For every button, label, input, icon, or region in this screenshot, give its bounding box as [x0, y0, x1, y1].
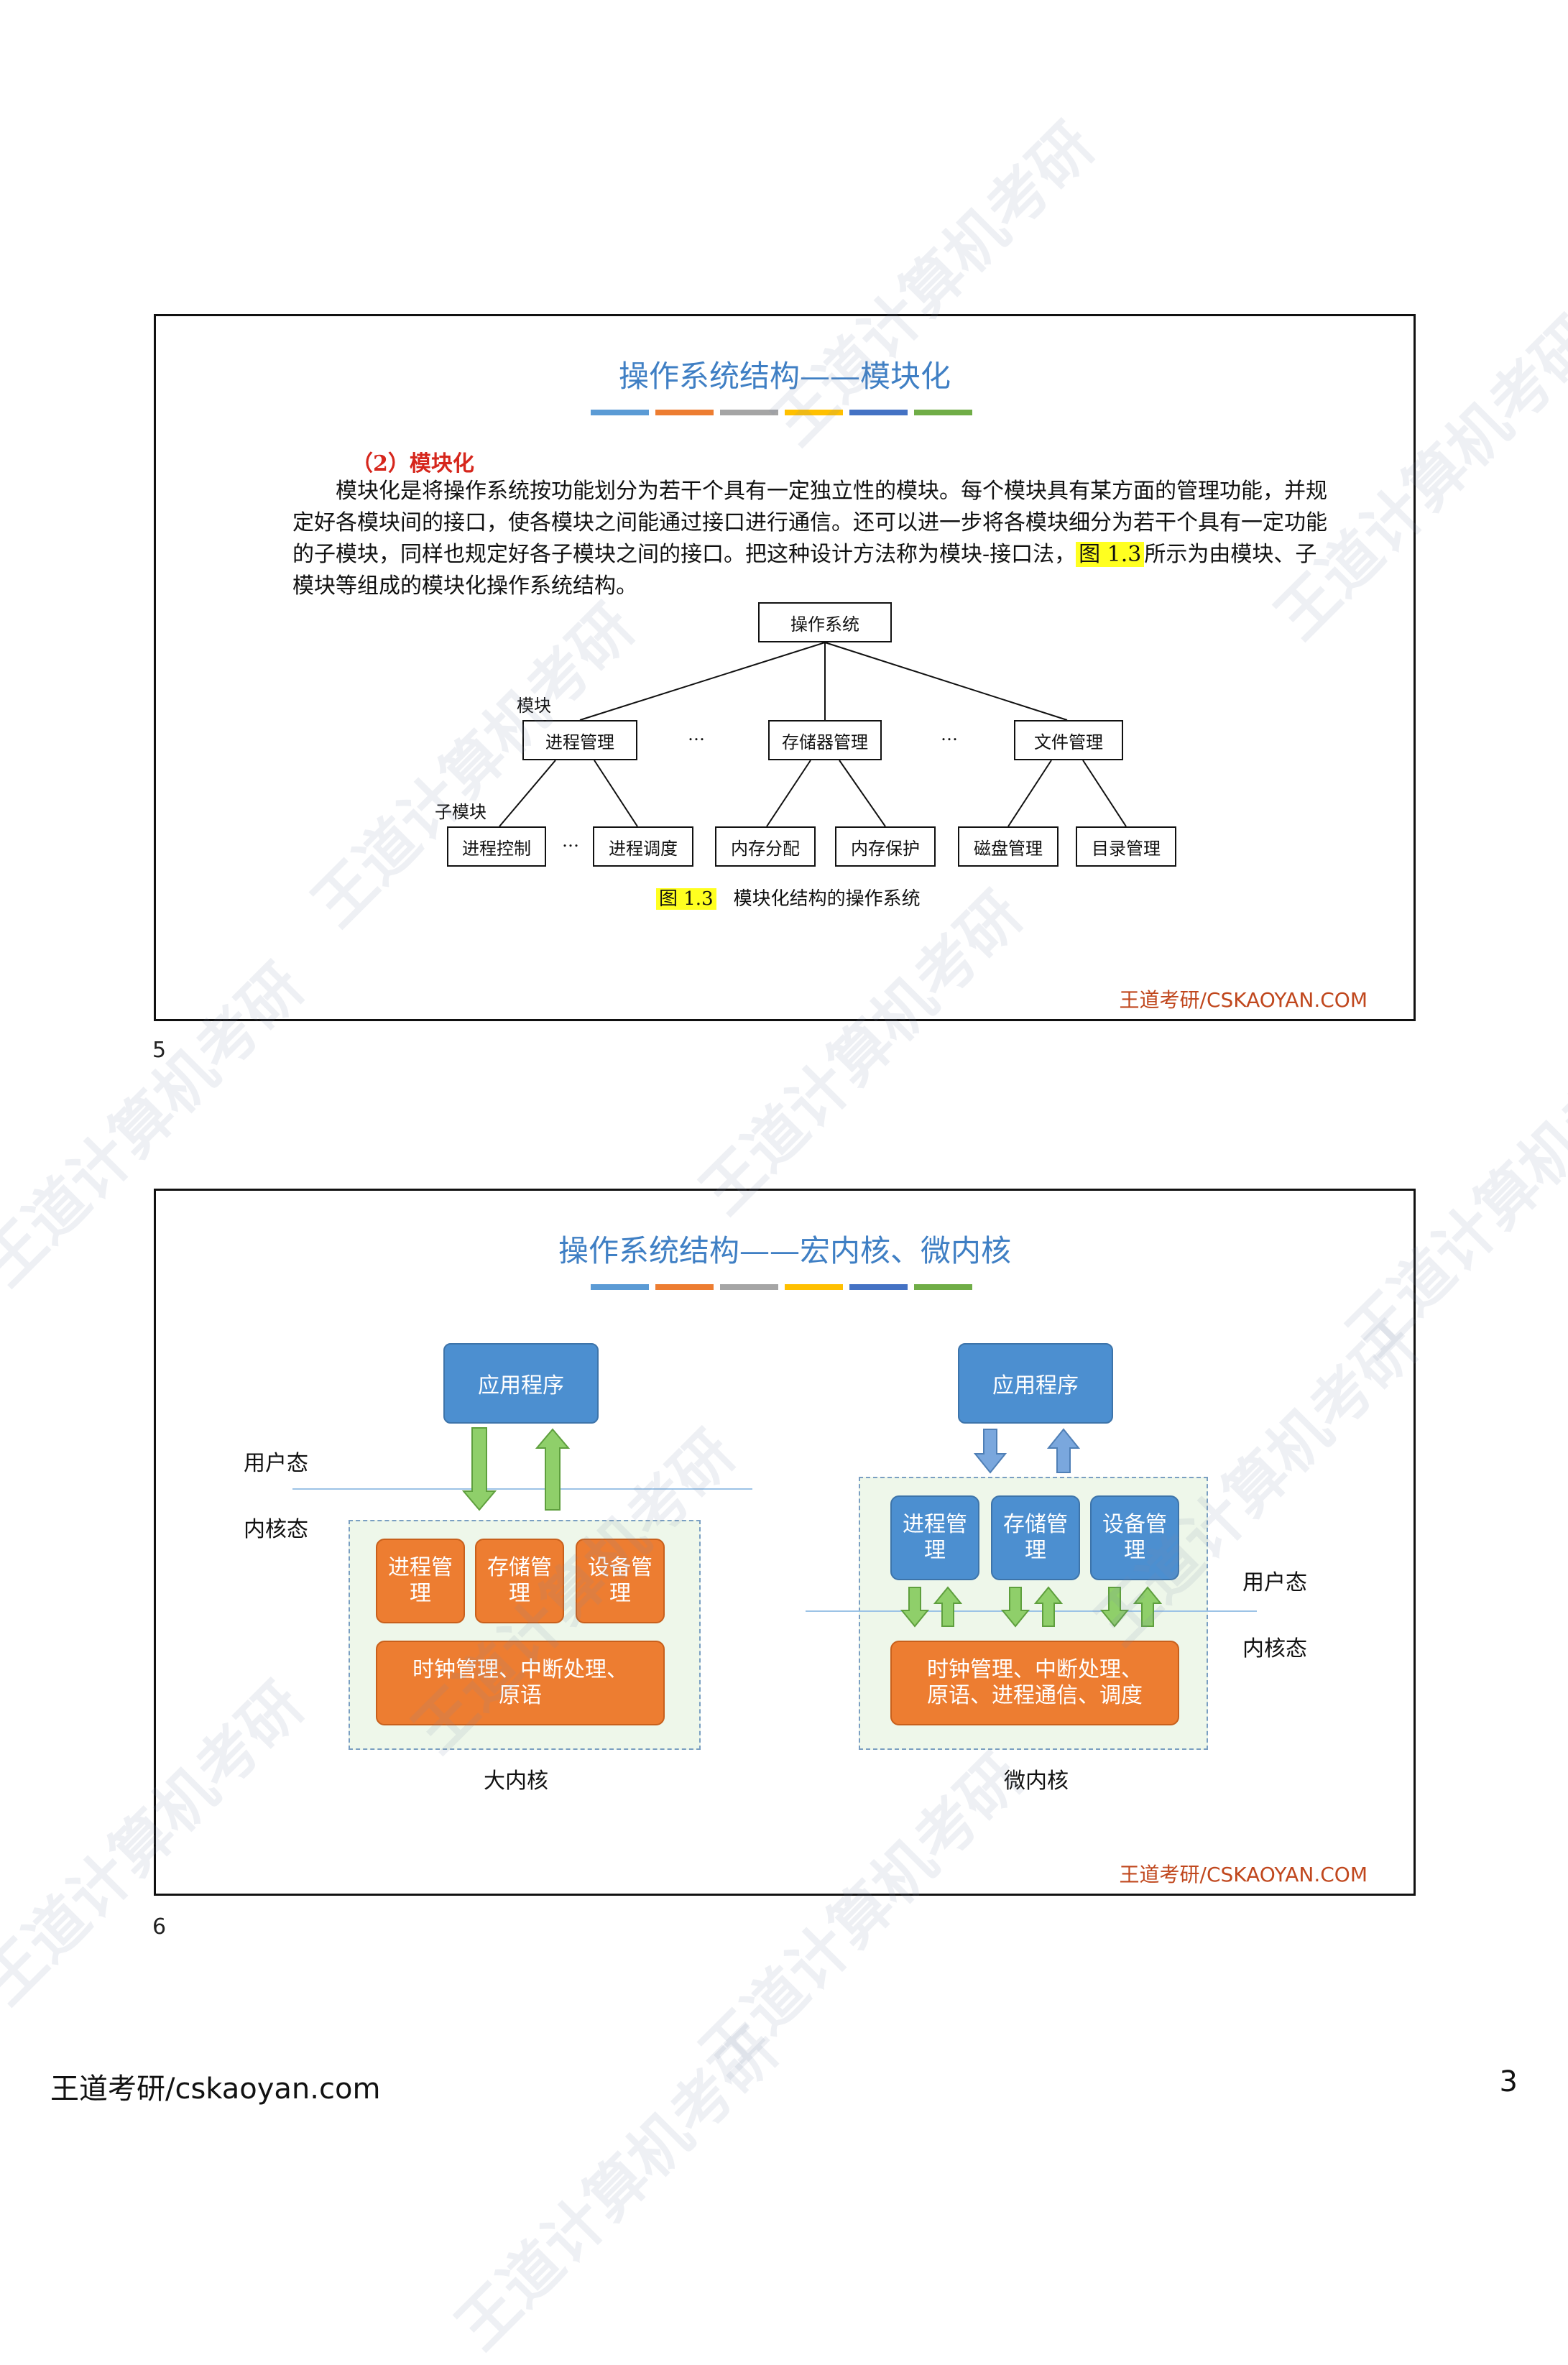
figure-reference: 图 1.3	[1076, 542, 1145, 567]
body-paragraph: 模块化是将操作系统按功能划分为若干个具有一定独立性的模块。每个模块具有某方面的管…	[292, 476, 1327, 602]
macro-storage-mgmt: 存储管理	[475, 1539, 564, 1623]
macro-mode-divider	[292, 1488, 752, 1490]
page-footer-brand: 王道考研/cskaoyan.com	[50, 2073, 381, 2106]
stripe-blue	[591, 410, 649, 415]
page-number: 3	[1499, 2065, 1518, 2098]
label-submodule: 子模块	[435, 802, 486, 822]
node-directory-mgmt: 目录管理	[1076, 826, 1176, 867]
macro-arrows	[461, 1427, 571, 1511]
micro-app-box: 应用程序	[958, 1343, 1113, 1424]
stripe-darkblue	[849, 410, 908, 415]
node-process-scheduling: 进程调度	[593, 826, 693, 867]
stripe-yellow	[785, 1284, 843, 1290]
caption-ref: 图 1.3	[656, 888, 716, 910]
ellipsis: …	[562, 831, 579, 851]
stripe-darkblue	[849, 1284, 908, 1290]
stripe-green	[914, 1284, 972, 1290]
macro-app-box: 应用程序	[443, 1343, 599, 1424]
title-stripes	[591, 410, 972, 415]
paragraph-text-1: 模块化是将操作系统按功能划分为若干个具有一定独立性的模块。每个模块具有某方面的管…	[292, 479, 1327, 567]
caption-text: 模块化结构的操作系统	[733, 888, 921, 910]
node-memory-protection: 内存保护	[835, 826, 936, 867]
slide-title: 操作系统结构——模块化	[618, 359, 951, 394]
node-file-mgmt: 文件管理	[1014, 720, 1123, 760]
slide-footer-brand: 王道考研/CSKAOYAN.COM	[1119, 988, 1368, 1012]
micro-kernel-name: 微内核	[1004, 1769, 1069, 1794]
stripe-orange	[655, 410, 714, 415]
macro-kernel-mode-label: 内核态	[244, 1517, 308, 1542]
stripe-blue	[591, 1284, 649, 1290]
stripe-green	[914, 410, 972, 415]
title-stripes	[591, 1284, 972, 1290]
micro-mode-divider	[806, 1610, 1257, 1612]
stripe-gray	[720, 1284, 778, 1290]
micro-core-box: 时钟管理、中断处理、 原语、进程通信、调度	[890, 1641, 1179, 1725]
ellipsis: …	[688, 724, 705, 744]
micro-user-mode-label: 用户态	[1242, 1570, 1307, 1595]
node-process-control: 进程控制	[447, 826, 546, 867]
micro-process-mgmt: 进程管理	[890, 1495, 979, 1580]
node-disk-mgmt: 磁盘管理	[958, 826, 1059, 867]
slide-number: 6	[152, 1914, 167, 1940]
stripe-gray	[720, 410, 778, 415]
stripe-yellow	[785, 410, 843, 415]
micro-core-line1: 时钟管理、中断处理、	[927, 1657, 1143, 1682]
node-memory-allocation: 内存分配	[715, 826, 816, 867]
stripe-orange	[655, 1284, 714, 1290]
macro-device-mgmt: 设备管理	[576, 1539, 665, 1623]
node-root: 操作系统	[758, 602, 892, 642]
paragraph-text-2: 所示为由模块、子模块等组成的模块化操作系统结构。	[292, 542, 1317, 599]
slide-modular: 操作系统结构——模块化 （2）模块化 模块化是将操作系统按功能划分为若干个具有一…	[154, 314, 1416, 1021]
slide-kernel: 操作系统结构——宏内核、微内核 应用程序 用户态 内核态 进程管理 存储管理 设…	[154, 1189, 1416, 1896]
micro-arrows-mid	[900, 1586, 1163, 1628]
figure-caption: 图 1.3 模块化结构的操作系统	[656, 884, 921, 910]
slide-footer-brand: 王道考研/CSKAOYAN.COM	[1119, 1863, 1368, 1886]
node-storage-mgmt: 存储器管理	[768, 720, 882, 760]
label-module: 模块	[517, 696, 551, 716]
macro-core-line1: 时钟管理、中断处理、	[412, 1657, 628, 1682]
macro-process-mgmt: 进程管理	[376, 1539, 465, 1623]
macro-user-mode-label: 用户态	[244, 1451, 308, 1476]
node-process-mgmt: 进程管理	[522, 720, 637, 760]
micro-kernel-mode-label: 内核态	[1242, 1636, 1307, 1661]
micro-core-line2: 原语、进程通信、调度	[927, 1683, 1143, 1708]
macro-kernel-name: 大内核	[484, 1769, 548, 1794]
ellipsis: …	[941, 724, 958, 744]
slide-number: 5	[152, 1038, 167, 1063]
micro-device-mgmt: 设备管理	[1090, 1495, 1179, 1580]
tree-connectors	[499, 642, 1127, 827]
slide-title: 操作系统结构——宏内核、微内核	[558, 1233, 1011, 1268]
micro-storage-mgmt: 存储管理	[991, 1495, 1080, 1580]
macro-core-line2: 原语	[499, 1683, 542, 1708]
macro-core-box: 时钟管理、中断处理、 原语	[376, 1641, 665, 1725]
watermark: 王道计算机考研	[443, 2014, 792, 2363]
section-heading: （2）模块化	[351, 451, 474, 476]
micro-arrows-top	[973, 1428, 1081, 1474]
